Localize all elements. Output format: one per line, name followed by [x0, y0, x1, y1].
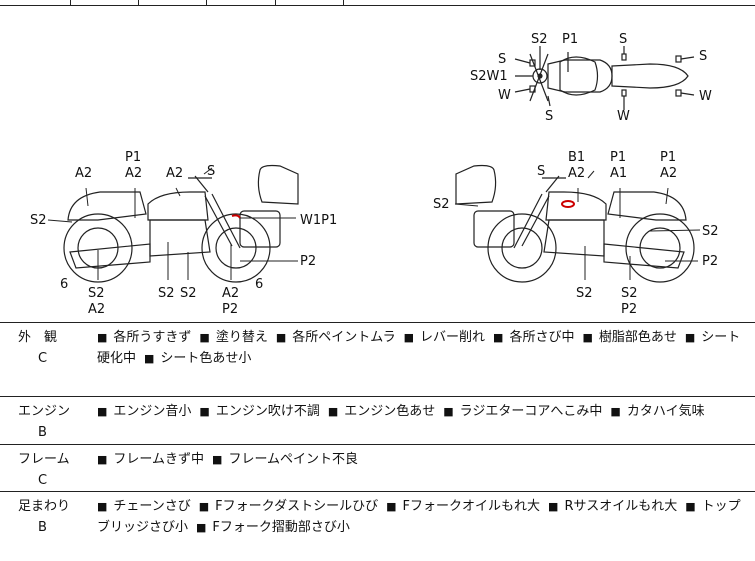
top-label-s: S: [498, 52, 506, 67]
condition-items: エンジン音小エンジン吹け不調エンジン色あせラジエターコアへこみ中カタハイ気味: [97, 401, 749, 422]
right-label: S2: [621, 286, 638, 301]
right-label: S: [537, 164, 545, 179]
left-label: P1: [125, 150, 141, 165]
left-label: W1P1: [300, 213, 337, 228]
category-label: 足まわり: [18, 499, 71, 514]
right-label: S2: [702, 224, 719, 239]
left-label: S2: [30, 213, 47, 228]
right-label: P2: [702, 254, 718, 269]
motorcycle-diagram: S2 P1 S S S2W1 W S W S W P1 A2 A2 S A2 S…: [30, 32, 719, 317]
right-damage-mark: [561, 200, 575, 208]
left-label: 6: [255, 277, 263, 292]
left-label: A2: [166, 166, 183, 181]
left-label: A2: [222, 286, 239, 301]
left-label: 6: [60, 277, 68, 292]
top-label-w: W: [617, 109, 630, 124]
left-label: A2: [125, 166, 142, 181]
left-label: S2: [88, 286, 105, 301]
top-label-s: S: [619, 32, 627, 47]
top-label-s2: S2: [531, 32, 548, 47]
right-label: P1: [610, 150, 626, 165]
left-label: P2: [300, 254, 316, 269]
top-label-w: W: [699, 89, 712, 104]
right-view-bike: [455, 164, 695, 283]
top-label-s: S: [699, 49, 707, 64]
left-label: S: [207, 164, 215, 179]
left-label: P2: [222, 302, 238, 317]
top-label-s: S: [545, 109, 553, 124]
grade-label: B: [38, 520, 47, 535]
left-label: S2: [180, 286, 197, 301]
category-label: フレーム: [18, 452, 70, 467]
top-view-bike: [514, 46, 695, 110]
right-label: A2: [568, 166, 585, 181]
condition-items: フレームきず中フレームペイント不良: [97, 449, 749, 470]
right-label: A1: [610, 166, 627, 181]
right-label: A2: [660, 166, 677, 181]
category-label: エンジン: [18, 404, 71, 419]
right-label: S2: [433, 197, 450, 212]
right-label: P1: [660, 150, 676, 165]
right-label: B1: [568, 150, 585, 165]
left-label: A2: [88, 302, 105, 317]
category-label: 外 観: [18, 330, 58, 345]
right-label: P2: [621, 302, 637, 317]
right-label: S2: [576, 286, 593, 301]
grade-label: C: [38, 473, 48, 488]
grade-label: B: [38, 425, 47, 440]
left-view-bike: [63, 164, 299, 283]
condition-items: チェーンさびFフォークダストシールひびFフォークオイルもれ大Rサスオイルもれ大ト…: [97, 496, 749, 538]
top-label-w: W: [498, 88, 511, 103]
table-top-border: [0, 5, 755, 6]
condition-items: 各所うすきず塗り替え各所ペイントムラレバー削れ各所さび中樹脂部色あせシート硬化中…: [97, 327, 749, 369]
left-label: S2: [158, 286, 175, 301]
left-label: A2: [75, 166, 92, 181]
top-label-p1: P1: [562, 32, 578, 47]
top-label-s2w1: S2W1: [470, 69, 508, 84]
left-damage-mark: [231, 214, 241, 219]
grade-label: C: [38, 351, 48, 366]
